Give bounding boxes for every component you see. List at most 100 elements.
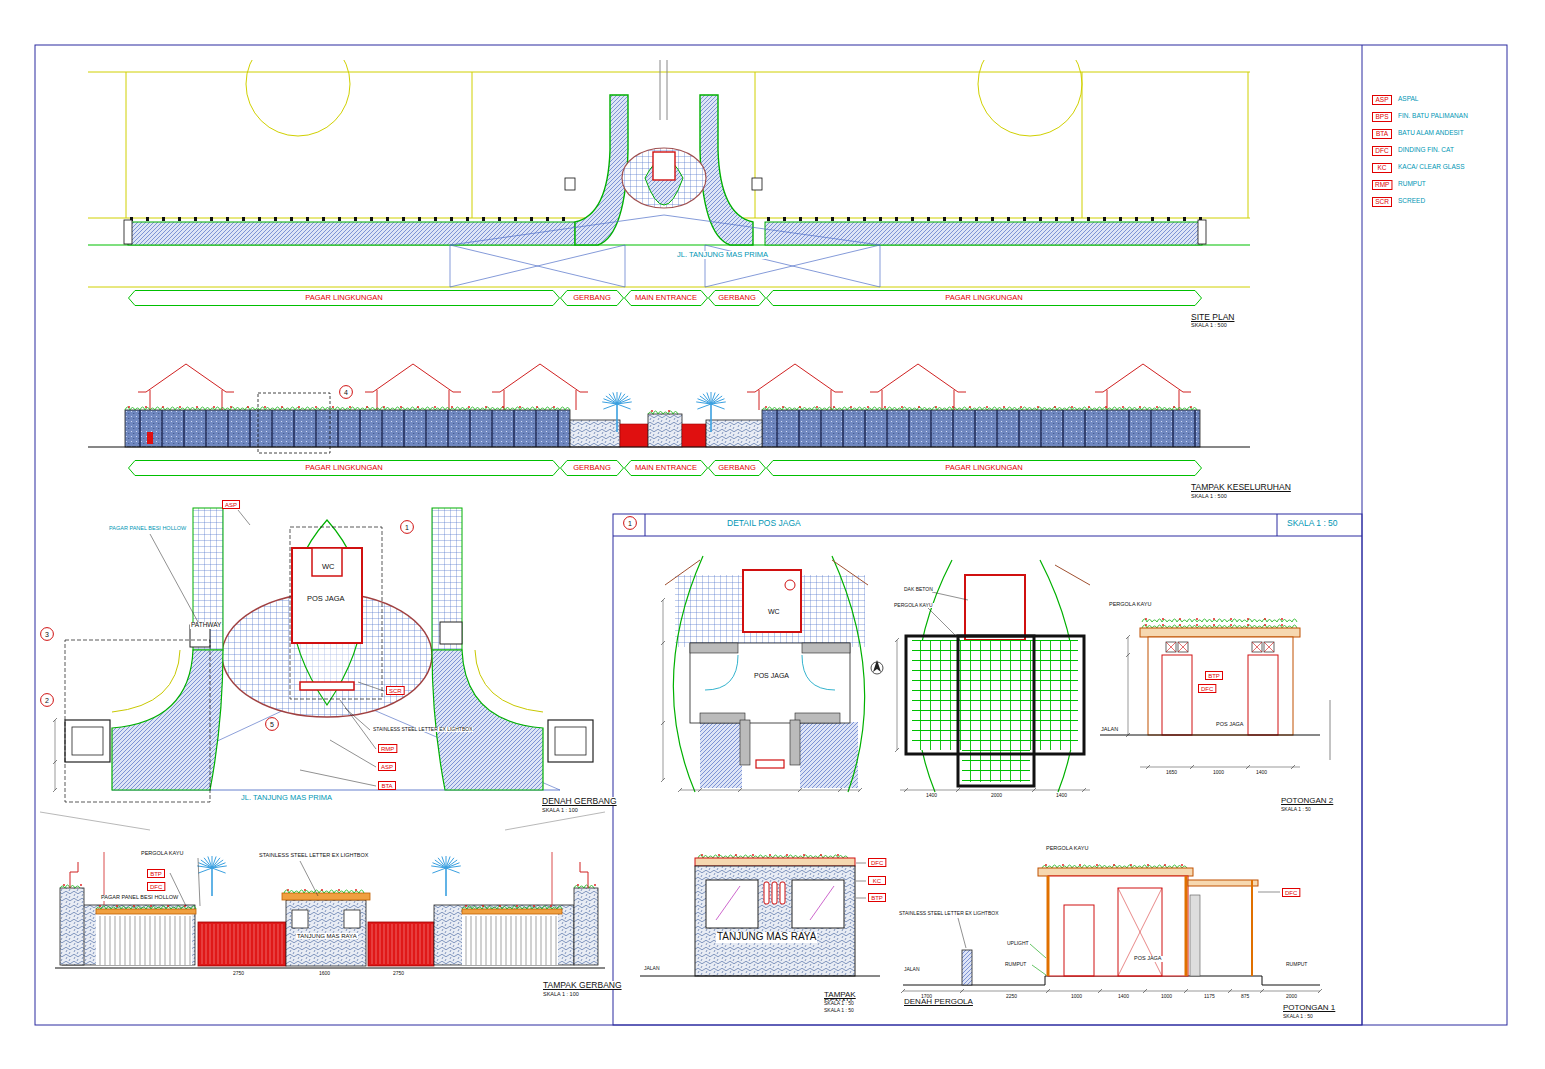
- fence-post: [434, 217, 437, 221]
- node-text: DFC: [150, 884, 162, 890]
- fence-pillar: [908, 410, 909, 447]
- median-line: [667, 60, 668, 120]
- palm-frond: [603, 404, 617, 409]
- material-tag: BTP: [147, 869, 165, 878]
- flower: [213, 406, 215, 408]
- annotation-label: WC: [767, 608, 781, 615]
- callout-circle: 3: [40, 627, 54, 641]
- flower: [820, 854, 822, 856]
- flower: [338, 889, 340, 891]
- flower: [935, 406, 937, 408]
- flower: [651, 410, 653, 412]
- fence-post: [943, 217, 946, 221]
- panel-fence-bar: [486, 916, 487, 965]
- lot-line: [755, 72, 756, 218]
- flower: [1045, 864, 1047, 866]
- flower: [349, 406, 351, 408]
- flower: [417, 406, 419, 408]
- sheet-frame: [35, 45, 1507, 1025]
- sliding-gate: [198, 922, 286, 966]
- gate-bar: [278, 924, 279, 964]
- fence-plan: [128, 222, 575, 245]
- gate-bar: [246, 924, 247, 964]
- flower: [1156, 406, 1158, 408]
- node-text: BTA: [381, 783, 392, 789]
- palm-trunk: [445, 868, 447, 896]
- fence-post: [911, 217, 914, 221]
- fence-post: [1039, 217, 1042, 221]
- material-tag: BTP: [868, 893, 886, 902]
- flower: [1196, 624, 1198, 626]
- planter: [756, 760, 784, 768]
- fence-post: [1087, 217, 1090, 221]
- flower: [1281, 624, 1283, 626]
- panel-fence-bar: [546, 916, 547, 965]
- annotation-label: TANJUNG MAS RAYA: [716, 932, 817, 943]
- pergola-plan: [895, 560, 1090, 792]
- panel-fence-bar: [466, 916, 467, 965]
- dimension-tick: [858, 788, 862, 792]
- fence-post: [418, 217, 421, 221]
- annotation-note: 1650: [1165, 770, 1178, 775]
- annotation-note: POS JAGA: [1133, 956, 1163, 962]
- annotation-note: 1400: [1117, 994, 1130, 999]
- planting: [462, 906, 562, 909]
- section-2: [1100, 618, 1330, 769]
- annotation-note: JALAN: [1100, 727, 1119, 733]
- door: [147, 432, 153, 444]
- flower: [1230, 618, 1232, 620]
- annotation-note: UPLIGHT: [1006, 941, 1030, 946]
- fence-pillar: [425, 410, 426, 447]
- fence-pillar: [183, 410, 184, 447]
- pillar: [440, 622, 462, 644]
- palm-frond: [212, 866, 227, 868]
- node-text: GERBANG: [718, 294, 756, 302]
- dimension-tick: [661, 598, 665, 602]
- leader-line: [330, 740, 376, 767]
- annotation-note: PAGAR PANEL BESI HOLLOW: [100, 895, 179, 901]
- flower: [196, 406, 198, 408]
- panel-fence-bar: [185, 916, 186, 965]
- house-roof: [492, 364, 588, 392]
- node-text: GERBANG: [573, 464, 611, 472]
- legend-tag: ASP: [1372, 95, 1392, 105]
- node-text: DFC: [1375, 148, 1388, 155]
- flower: [718, 854, 720, 856]
- annotation-note: PERGOLA KAYU: [1045, 846, 1089, 852]
- road-lines: [450, 215, 880, 287]
- house-roof: [1095, 364, 1191, 392]
- fence-pillar: [842, 410, 843, 447]
- fence-pillar: [1018, 410, 1019, 447]
- dimension-line: [897, 640, 898, 750]
- band-outline: [767, 461, 1202, 476]
- legend-tag: BPS: [1372, 112, 1392, 122]
- dimension-tick: [1146, 765, 1150, 769]
- band-outline: [709, 291, 766, 306]
- fence-post: [1151, 217, 1154, 221]
- gate-bar: [226, 924, 227, 964]
- annotation-note: SKALA 1 : 50: [823, 1001, 855, 1006]
- material-tag: DFC: [1282, 888, 1300, 897]
- band-outline: [625, 291, 708, 306]
- flower: [315, 406, 317, 408]
- gate-bar: [404, 924, 405, 964]
- dimension-tick: [1184, 989, 1188, 993]
- planting-bed: [800, 722, 858, 788]
- house-wall: [831, 390, 832, 410]
- annotation-note: PAGAR PANEL BESI HOLLOW: [108, 526, 187, 532]
- fence-post: [370, 217, 373, 221]
- wall: [795, 713, 840, 723]
- flower: [1164, 864, 1166, 866]
- annotation-label: POS JAGA: [306, 595, 346, 603]
- gate-bar: [234, 924, 235, 964]
- palm-frond: [204, 858, 212, 868]
- flower: [536, 406, 538, 408]
- palm-tree: [197, 856, 227, 896]
- fence-post: [178, 217, 181, 221]
- annotation-note: PERGOLA KAYU: [893, 603, 934, 608]
- annotation-note: SKALA 1 : 50: [1280, 807, 1312, 812]
- wall: [700, 713, 745, 723]
- dimension-tick: [1246, 765, 1250, 769]
- gate-wall: [570, 420, 620, 447]
